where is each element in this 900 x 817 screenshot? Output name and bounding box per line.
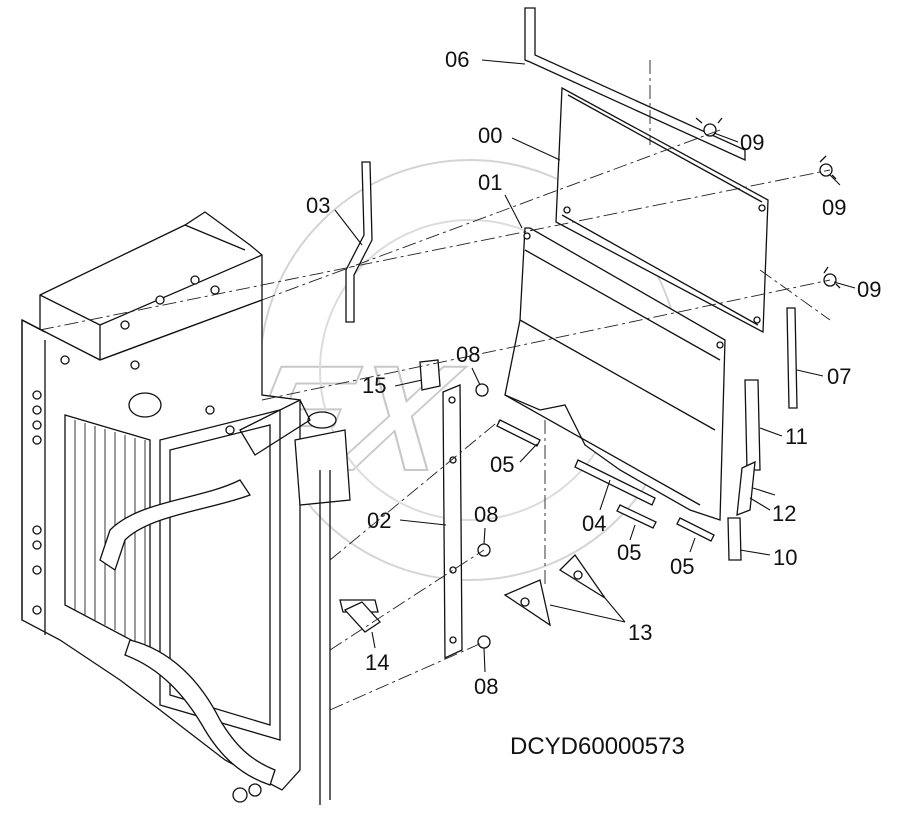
callout-09-top: 09 [740,130,764,155]
part-09-wing-nut-mid [819,155,837,180]
part-01-shroud [504,227,726,521]
callout-labels: 06 00 09 01 09 03 09 07 08 15 11 05 12 0… [306,47,881,699]
drawing-code: DCYD60000573 [510,733,685,760]
part-04-strip [574,459,656,506]
callout-15: 15 [362,373,386,398]
callout-08-mid: 08 [474,502,498,527]
part-00-cover-plate [555,86,769,334]
callout-12: 12 [772,501,796,526]
callout-08-top: 08 [456,342,480,367]
callout-06: 06 [445,47,469,72]
callout-00: 00 [478,123,502,148]
callout-02: 02 [367,508,391,533]
part-03-bent-strip [345,161,373,323]
part-07-strip [786,307,798,409]
part-13-bracket-right [558,553,606,599]
part-05-strip-b [616,504,657,529]
part-12-wedge [736,460,756,516]
part-02-bracket [442,384,463,660]
callout-09-low: 09 [857,277,881,302]
part-13-bracket-left [503,579,551,627]
part-06-seal-strip [524,7,746,162]
callout-08-low: 08 [474,674,498,699]
part-15-block [419,359,441,391]
callout-09-mid: 09 [822,195,846,220]
part-08-bolt-top [475,383,489,397]
assembly-lines [39,60,831,711]
callout-10: 10 [773,545,797,570]
callout-05-c: 05 [670,554,694,579]
callout-01: 01 [478,170,502,195]
leader-lines [334,59,856,673]
part-14-wedge [343,601,381,633]
part-11-block [744,379,761,471]
callout-07: 07 [827,364,851,389]
part-05-strip-a [496,419,541,447]
radiator-assembly [21,211,379,805]
callout-04: 04 [582,511,606,536]
callout-14: 14 [365,650,389,675]
frame-bolts [32,275,235,615]
callout-03: 03 [306,193,330,218]
callout-13: 13 [628,620,652,645]
part-10-block [727,517,742,561]
callout-11: 11 [785,424,808,449]
part-09-wing-nut-low [823,266,841,289]
callout-05-a: 05 [490,452,514,477]
part-05-strip-c [676,517,715,542]
callout-05-b: 05 [617,540,641,565]
